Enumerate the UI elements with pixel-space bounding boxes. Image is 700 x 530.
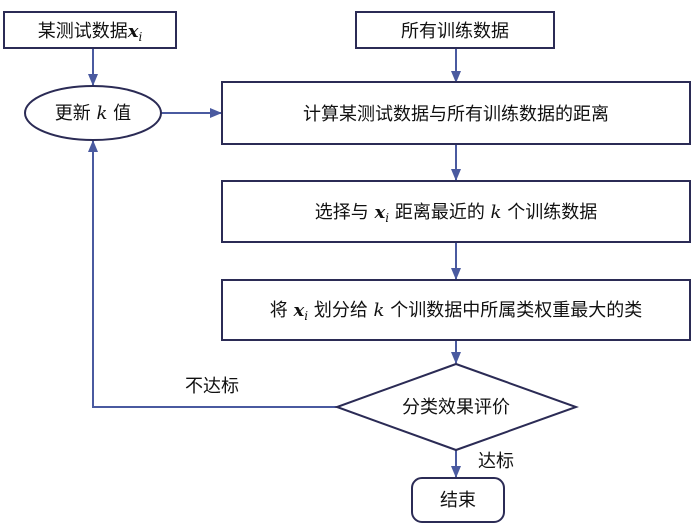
update-k-ellipse xyxy=(24,85,162,141)
node-evaluate: 分类效果评价 xyxy=(334,362,579,452)
all-training-label: 所有训练数据 xyxy=(401,21,509,42)
select-nearest-label: 选择与 xi 距离最近的 k 个训练数据 xyxy=(315,202,597,225)
node-compute-distance: 计算某测试数据与所有训练数据的距离 xyxy=(221,81,691,145)
end-label: 结束 xyxy=(440,490,476,511)
test-data-label: 某测试数据xi xyxy=(38,21,143,44)
assign-class-label: 将 xi 划分给 k 个训数据中所属类权重最大的类 xyxy=(270,300,642,323)
node-assign-class: 将 xi 划分给 k 个训数据中所属类权重最大的类 xyxy=(221,279,691,341)
node-all-training: 所有训练数据 xyxy=(355,11,555,49)
all-training-box xyxy=(355,11,555,49)
select-nearest-box xyxy=(221,180,691,243)
edge-label-fail: 不达标 xyxy=(185,376,239,397)
node-end: 结束 xyxy=(411,477,505,523)
edge-evaluate-fail-loop xyxy=(88,140,337,408)
edges xyxy=(88,49,461,478)
node-test-data: 某测试数据xi xyxy=(3,11,177,49)
update-k-label: 更新 k 值 xyxy=(55,103,131,124)
evaluate-label: 分类效果评价 xyxy=(402,397,510,418)
node-update-k: 更新 k 值 xyxy=(24,85,162,141)
test-data-box xyxy=(3,11,177,49)
end-box xyxy=(411,477,505,523)
assign-class-box xyxy=(221,279,691,341)
compute-distance-label: 计算某测试数据与所有训练数据的距离 xyxy=(303,104,609,125)
edge-label-pass: 达标 xyxy=(478,451,514,472)
evaluate-diamond xyxy=(334,362,579,452)
node-select-nearest: 选择与 xi 距离最近的 k 个训练数据 xyxy=(221,180,691,243)
compute-distance-box xyxy=(221,81,691,145)
